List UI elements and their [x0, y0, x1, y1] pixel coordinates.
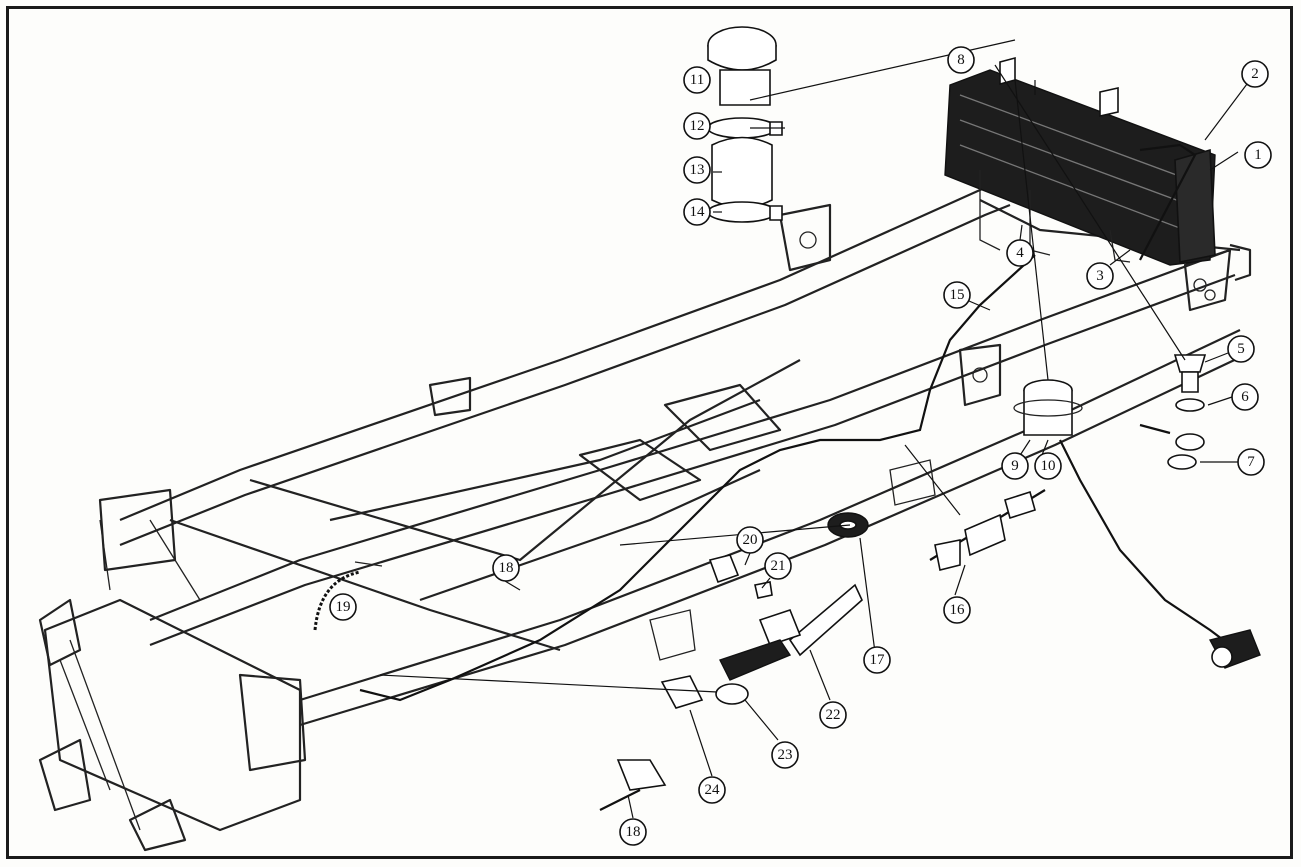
gauge-unit	[1013, 379, 1261, 669]
callout-label-7: 7	[1247, 454, 1255, 470]
chassis-frame	[38, 174, 1252, 852]
callout-4: 4	[1006, 239, 1034, 267]
callout-16: 16	[943, 596, 971, 624]
callout-label-21: 21	[771, 558, 786, 574]
callout-label-2: 2	[1251, 66, 1259, 82]
callout-7: 7	[1237, 448, 1265, 476]
callout-label-15: 15	[950, 287, 965, 303]
callout-2: 2	[1241, 60, 1269, 88]
callout-label-8: 8	[957, 52, 965, 68]
callout-label-3: 3	[1096, 268, 1104, 284]
filler-assembly	[707, 26, 783, 223]
callout-15: 15	[943, 281, 971, 309]
fuel-pipe	[359, 254, 1036, 702]
callout-13: 13	[683, 156, 711, 184]
diagram-border	[6, 6, 1293, 859]
callout-label-16: 16	[950, 602, 966, 618]
callout-label-9: 9	[1011, 458, 1019, 474]
leader-lines	[379, 39, 1248, 819]
callout-9: 9	[1001, 452, 1029, 480]
callout-label-23: 23	[778, 747, 793, 763]
callout-label-18-lower: 18	[626, 824, 641, 840]
callout-label-5: 5	[1237, 341, 1245, 357]
callout-label-12: 12	[690, 118, 705, 134]
callout-23: 23	[771, 741, 799, 769]
callout-10: 10	[1034, 452, 1062, 480]
callout-1: 1	[1244, 141, 1272, 169]
callout-24: 24	[698, 776, 726, 804]
callout-label-11: 11	[690, 72, 704, 88]
callout-18-upper: 18	[492, 554, 520, 582]
callout-label-19: 19	[336, 599, 351, 615]
callout-3: 3	[1086, 262, 1114, 290]
callout-label-6: 6	[1241, 389, 1249, 405]
fuel-tank	[944, 56, 1216, 266]
union-fittings	[929, 489, 1046, 571]
callout-21: 21	[764, 552, 792, 580]
callout-22: 22	[819, 701, 847, 729]
callout-label-1: 1	[1254, 147, 1262, 163]
callout-label-4: 4	[1016, 245, 1024, 261]
callout-12: 12	[683, 112, 711, 140]
callout-5: 5	[1227, 335, 1255, 363]
callout-20: 20	[736, 526, 764, 554]
callout-8: 8	[947, 46, 975, 74]
callout-18-lower: 18	[619, 818, 647, 846]
callout-17: 17	[863, 646, 891, 674]
callout-label-20: 20	[743, 532, 758, 548]
flexible-pipe	[313, 561, 383, 631]
callout-label-10: 10	[1041, 458, 1056, 474]
callout-6: 6	[1231, 383, 1259, 411]
callout-label-24: 24	[705, 782, 721, 798]
callout-label-17: 17	[870, 652, 886, 668]
callout-14: 14	[683, 198, 711, 226]
callout-label-13: 13	[690, 162, 705, 178]
callout-19: 19	[329, 593, 357, 621]
callout-11: 11	[683, 66, 711, 94]
sediment-bowl	[599, 512, 869, 811]
drain-parts	[1139, 354, 1207, 470]
callout-label-22: 22	[826, 707, 841, 723]
callout-label-14: 14	[690, 204, 706, 220]
callout-label-18-upper: 18	[499, 560, 514, 576]
